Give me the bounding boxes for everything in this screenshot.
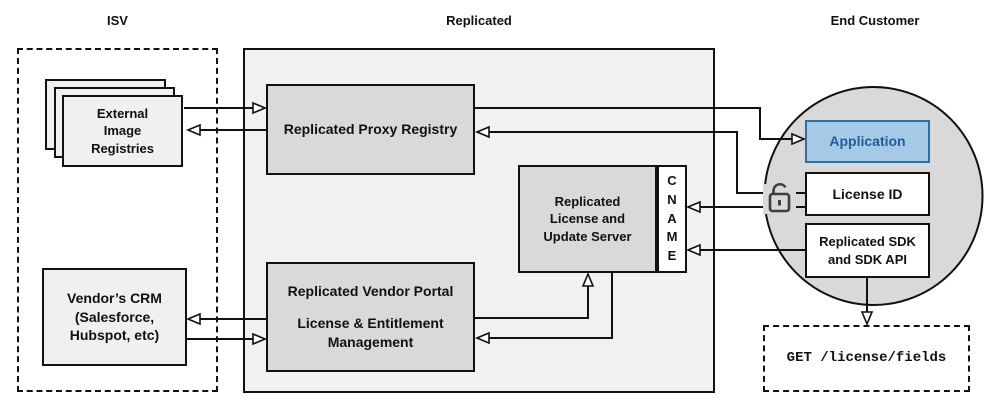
- license-id-label: License ID: [832, 185, 903, 202]
- replicated-sdk-node: Replicated SDK and SDK API: [805, 223, 930, 278]
- connector-licenseserver-to-portal: [489, 273, 613, 339]
- connector-proxy-to-application: [475, 107, 792, 140]
- proxy-registry-node: Replicated Proxy Registry: [266, 84, 475, 175]
- cname-label: CNAME: [666, 172, 678, 264]
- arrowhead-left-icon: [474, 125, 490, 139]
- isv-section-container: [17, 48, 218, 392]
- connector-portal-to-licenseserver: [475, 286, 589, 319]
- vendor-portal-node: Replicated Vendor Portal License & Entit…: [266, 262, 475, 372]
- arrowhead-down-icon: [860, 311, 874, 327]
- replicated-sdk-label: Replicated SDK and SDK API: [819, 233, 916, 267]
- unlocked-padlock-icon: [763, 182, 796, 214]
- arrowhead-right-icon: [252, 101, 268, 115]
- application-node: Application: [805, 120, 930, 163]
- end-customer-section-title: End Customer: [830, 13, 920, 28]
- application-label: Application: [829, 133, 906, 150]
- arrowhead-right-icon: [252, 332, 268, 346]
- arrowhead-left-icon: [685, 200, 701, 214]
- vendor-crm-label: Vendor’s CRM (Salesforce, Hubspot, etc): [67, 289, 162, 344]
- proxy-registry-label: Replicated Proxy Registry: [283, 121, 458, 138]
- external-image-registries-label: External Image Registries: [91, 105, 154, 156]
- arrowhead-left-icon: [185, 123, 201, 137]
- get-license-fields-node: GET /license/fields: [763, 325, 970, 392]
- external-image-registries-node: External Image Registries: [62, 95, 183, 167]
- license-id-node: License ID: [805, 172, 930, 216]
- arrowhead-right-icon: [791, 132, 807, 146]
- license-update-server-label: Replicated License and Update Server: [543, 193, 632, 244]
- arrowhead-up-icon: [581, 271, 595, 287]
- get-license-fields-label: GET /license/fields: [786, 350, 947, 367]
- arrowhead-left-icon: [685, 243, 701, 257]
- arrowhead-left-icon: [185, 312, 201, 326]
- replicated-section-title: Replicated: [446, 13, 512, 28]
- isv-section-title: ISV: [107, 13, 128, 28]
- vendor-crm-node: Vendor’s CRM (Salesforce, Hubspot, etc): [42, 268, 187, 366]
- arrowhead-left-icon: [474, 331, 490, 345]
- vendor-portal-title: Replicated Vendor Portal: [287, 283, 454, 300]
- vendor-portal-subtitle: License & Entitlement Management: [297, 315, 444, 350]
- cname-node: CNAME: [657, 165, 687, 273]
- license-update-server-node: Replicated License and Update Server: [518, 165, 657, 273]
